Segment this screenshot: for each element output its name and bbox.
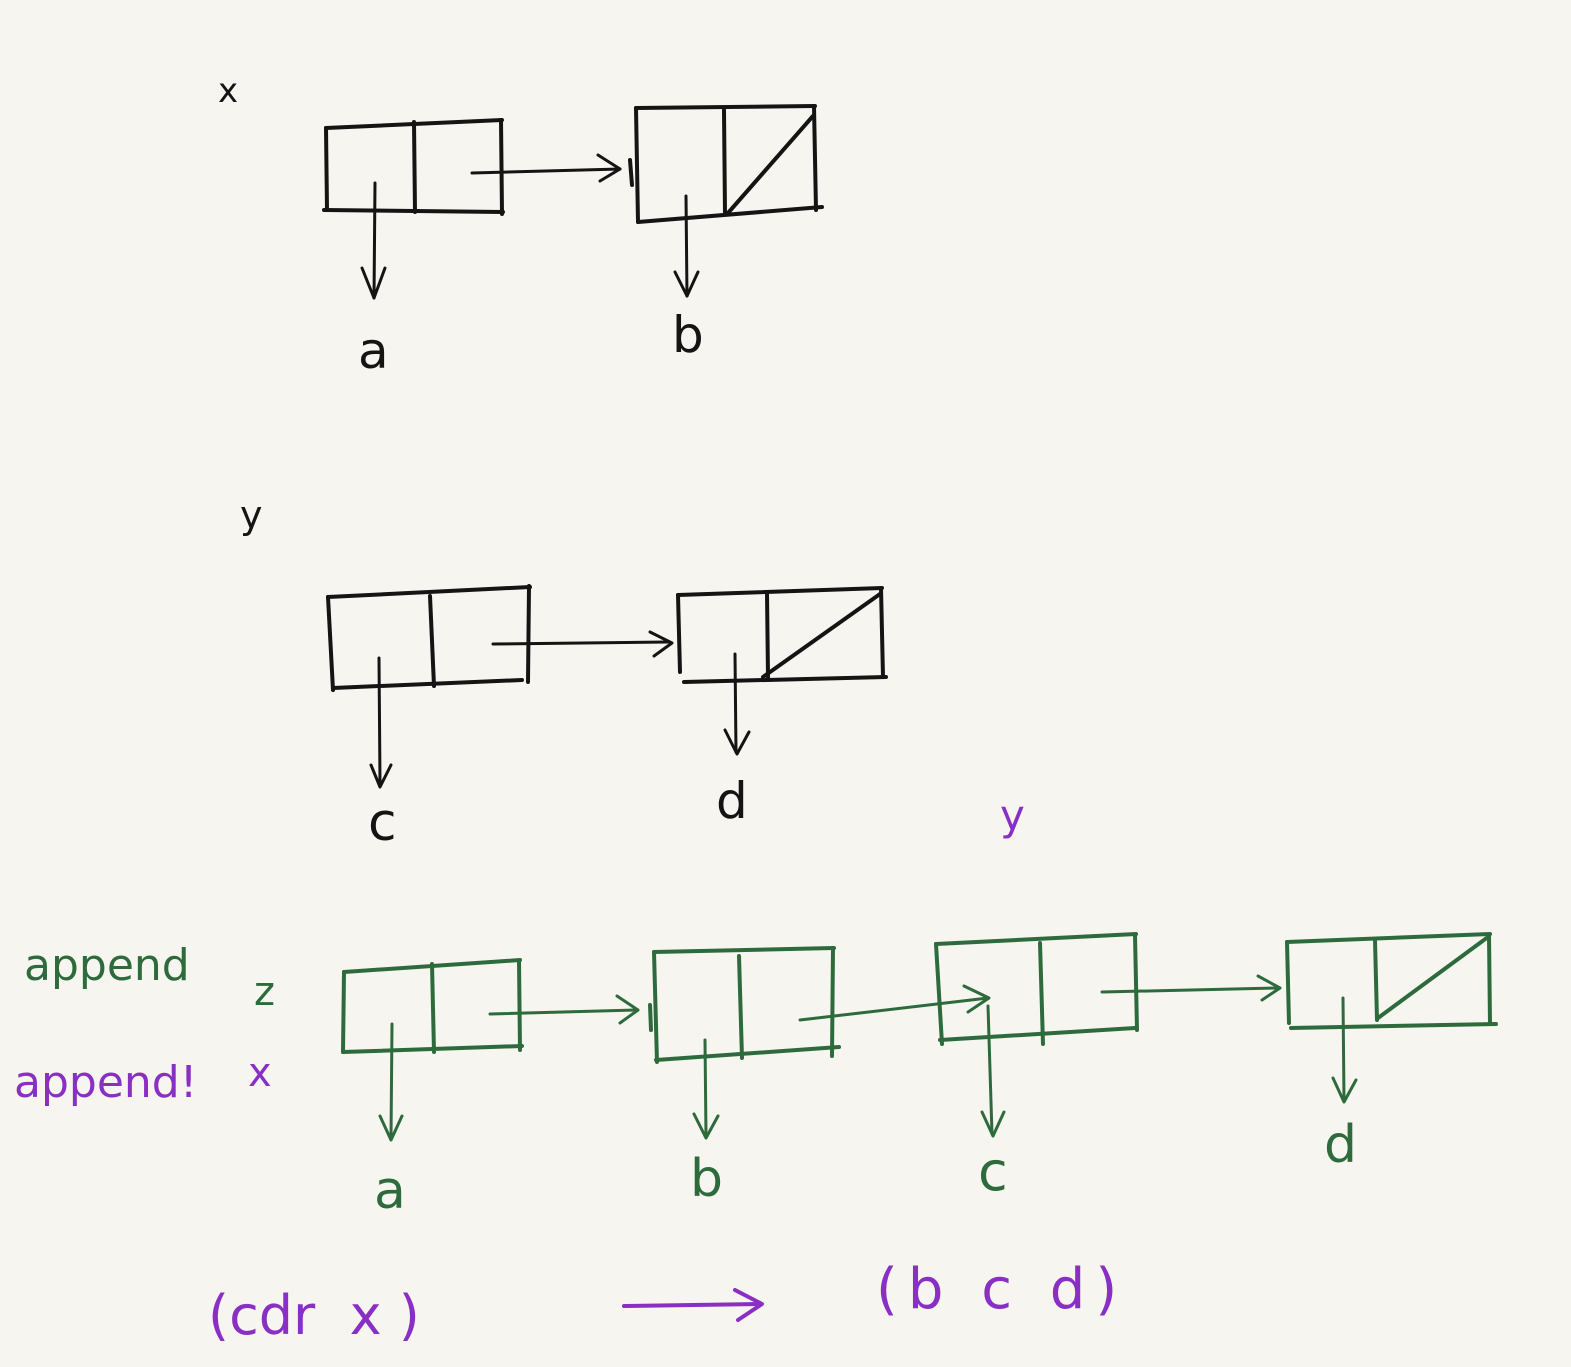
expression-arrow <box>622 1288 764 1322</box>
expression-rhs: (b c d) <box>876 1257 1127 1322</box>
cons-cell-result-4 <box>1285 932 1498 1030</box>
cons-cell-x-2 <box>628 104 824 224</box>
cons-cell-result-3 <box>934 932 1139 1046</box>
car-arrow-x-2 <box>673 194 700 298</box>
label-y-purple: y <box>1000 791 1025 840</box>
label-z: z <box>254 969 275 1015</box>
atom-y-c: c <box>368 793 397 853</box>
cdr-arrow-y-1 <box>491 630 674 658</box>
cdr-arrow-result-2 <box>798 984 991 1022</box>
atom-result-d: d <box>1324 1115 1357 1175</box>
cons-cell-y-1 <box>326 584 532 692</box>
cons-cell-result-1 <box>341 958 524 1054</box>
atom-y-d: d <box>716 772 748 830</box>
expression: (cdr x ) (b c d) <box>208 1257 1127 1347</box>
car-arrow-result-2 <box>692 1038 720 1140</box>
diagram-x: x <box>218 71 824 380</box>
label-append: append <box>24 940 190 991</box>
car-arrow-result-3 <box>980 1004 1006 1138</box>
expression-lhs: (cdr x ) <box>208 1284 420 1347</box>
car-arrow-y-1 <box>369 656 393 789</box>
label-y: y <box>240 493 263 537</box>
atom-result-b: b <box>690 1149 723 1209</box>
atom-x-a: a <box>358 322 389 380</box>
diagram-y: y c d <box>240 493 888 853</box>
atom-x-b: b <box>672 306 704 364</box>
cons-cell-y-2 <box>676 586 888 684</box>
cdr-arrow-result-1 <box>488 994 640 1025</box>
car-arrow-result-4 <box>1331 996 1358 1104</box>
label-append-bang: append! <box>14 1057 197 1108</box>
label-x-purple: x <box>248 1050 272 1096</box>
cdr-arrow-result-3 <box>1100 974 1282 1002</box>
cons-cell-result-2 <box>648 946 841 1064</box>
car-arrow-result-1 <box>378 1022 404 1142</box>
diagram-result: append z append! x y <box>14 791 1498 1221</box>
atom-result-a: a <box>374 1161 406 1221</box>
cdr-arrow-x-1 <box>470 153 622 183</box>
car-arrow-x-1 <box>360 181 387 300</box>
label-x: x <box>218 71 238 111</box>
car-arrow-y-2 <box>723 652 751 756</box>
cons-cell-x-1 <box>322 118 505 216</box>
atom-result-c: c <box>978 1140 1008 1203</box>
